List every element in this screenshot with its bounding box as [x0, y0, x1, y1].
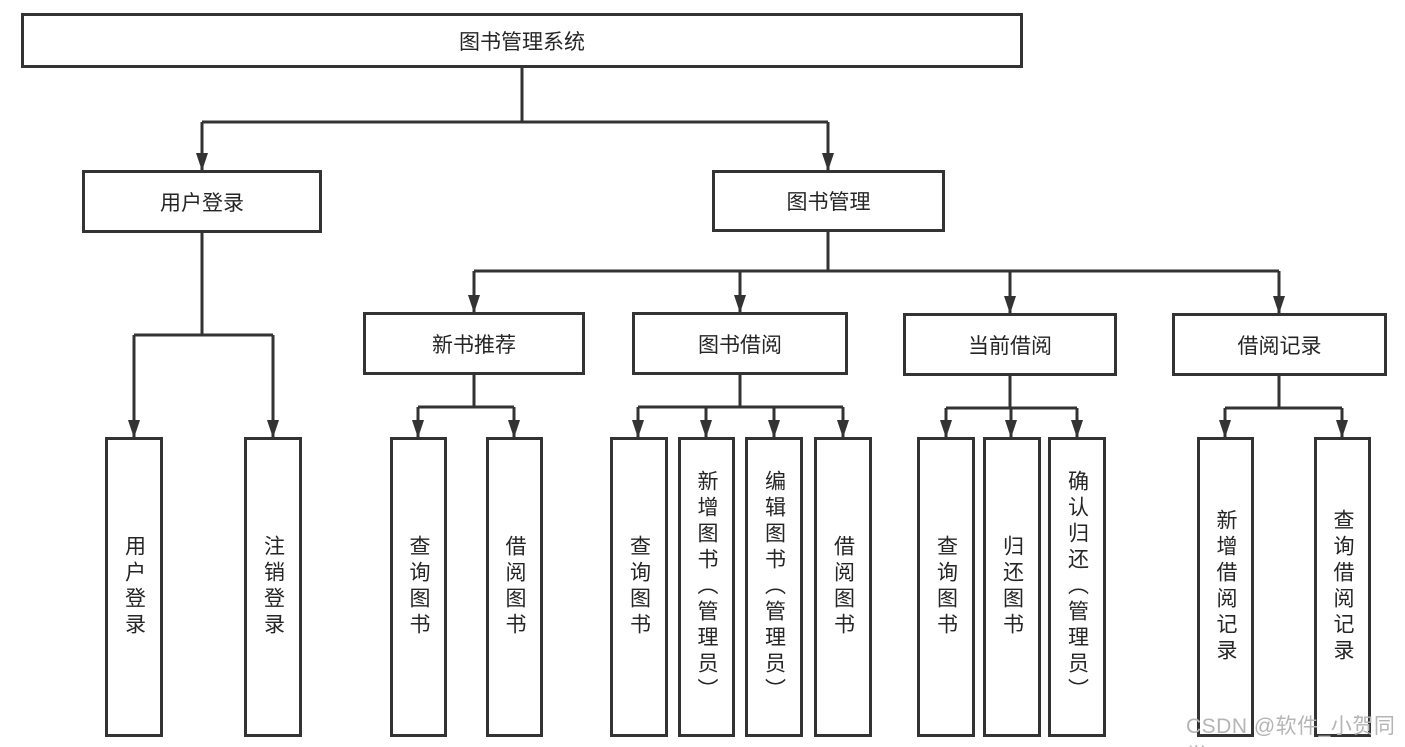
node-book-management: 图书管理: [712, 170, 945, 232]
csdn-watermark: CSDN @软件_小贺同学: [1186, 715, 1396, 747]
leaf-add-borrow-record: 新增借阅记录: [1197, 437, 1254, 737]
node-current-borrow: 当前借阅: [903, 313, 1117, 376]
leaf-logout-login: 注销登录: [244, 437, 302, 737]
leaf-borrow-books-recommend: 借阅图书: [486, 437, 543, 737]
leaf-return-books: 归还图书: [983, 437, 1041, 737]
leaf-query-books-current: 查询图书: [917, 437, 975, 737]
leaf-query-books-recommend: 查询图书: [390, 437, 447, 737]
node-user-login: 用户登录: [82, 170, 322, 233]
leaf-user-login: 用户登录: [105, 437, 163, 737]
leaf-query-books-borrow: 查询图书: [610, 437, 668, 737]
leaf-borrow-books: 借阅图书: [814, 437, 872, 737]
leaf-add-books-admin: 新增图书（管理员）: [678, 437, 735, 737]
leaf-edit-books-admin: 编辑图书（管理员）: [745, 437, 803, 737]
node-system-title: 图书管理系统: [21, 13, 1023, 68]
leaf-query-borrow-record: 查询借阅记录: [1314, 437, 1371, 737]
node-new-book-recommend: 新书推荐: [363, 312, 585, 375]
node-borrow-records: 借阅记录: [1172, 313, 1387, 376]
leaf-confirm-return-admin: 确认归还（管理员）: [1048, 437, 1106, 737]
node-book-borrow: 图书借阅: [632, 312, 848, 375]
